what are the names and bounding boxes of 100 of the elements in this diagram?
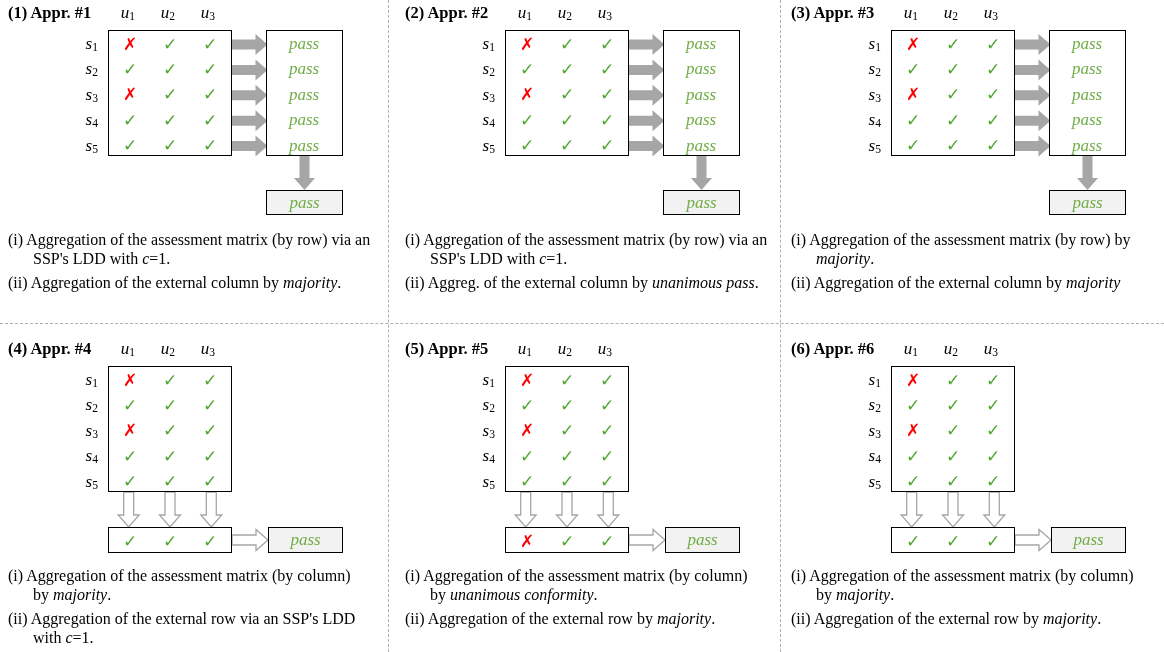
row-header: s$_{2}$ [85,59,98,80]
check-mark: ✓ [122,136,138,154]
column-header: u$_{2}$ [160,339,176,360]
check-mark: ✓ [122,472,138,490]
column-header: u$_{1}$ [120,3,136,24]
hollow-arrow [231,528,269,552]
pass-label: pass [1050,58,1124,81]
result-box: pass [268,527,343,553]
check-mark: ✓ [985,372,1001,390]
column-header: u$_{3}$ [200,339,216,360]
check-mark: ✓ [122,533,138,551]
row-header: s$_{5}$ [482,471,495,492]
column-header: u$_{3}$ [597,339,613,360]
row-header: s$_{5}$ [482,135,495,156]
check-mark: ✓ [945,397,961,415]
cross-mark: ✗ [122,422,138,440]
cross-mark: ✗ [519,372,535,390]
row-header: s$_{4}$ [482,110,495,131]
check-mark: ✓ [559,61,575,79]
row-header: s$_{1}$ [85,33,98,55]
row-header: s$_{4}$ [85,110,98,131]
column-header: u$_{3}$ [597,3,613,24]
result-box: pass [663,190,740,215]
check-mark: ✓ [202,472,218,490]
check-mark: ✓ [945,111,961,129]
result-column [266,30,343,156]
check-mark: ✓ [519,472,535,490]
panel-title: (5) Appr. #5 [405,339,489,359]
check-mark: ✓ [162,372,178,390]
row-header: s$_{2}$ [868,59,881,80]
row-header: s$_{3}$ [482,84,495,105]
block-arrow [1015,110,1051,132]
check-mark: ✓ [945,372,961,390]
column-header: u$_{1}$ [903,3,919,24]
block-arrow [232,59,268,81]
caption-text: (ii) Aggregation of the external row by majority. [405,609,717,628]
cross-mark: ✗ [122,36,138,54]
check-mark: ✓ [599,111,615,129]
column-header: u$_{1}$ [517,339,533,360]
check-mark: ✓ [905,136,921,154]
result-column [1049,30,1126,156]
check-mark: ✓ [122,111,138,129]
result-box: pass [1051,527,1126,553]
caption-text: (ii) Aggregation of the external row by majority. [791,609,1103,628]
caption-text: (i) Aggregation of the assessment matrix (by row) via an SSP's LDD with c=1. [405,230,769,268]
check-mark: ✓ [559,397,575,415]
assessment-matrix [505,366,629,492]
check-mark: ✓ [905,447,921,465]
result-column [663,30,740,156]
caption-text: (ii) Aggregation of the external column by majority. [8,273,343,292]
block-arrow [1015,135,1051,157]
check-mark: ✓ [202,61,218,79]
column-header: u$_{3}$ [200,3,216,24]
check-mark: ✓ [162,447,178,465]
block-arrow [1015,84,1051,106]
check-mark: ✓ [985,422,1001,440]
caption-text: (i) Aggregation of the assessment matrix (by column) by unanimous conformity. [405,566,749,604]
column-header: u$_{2}$ [943,3,959,24]
check-mark: ✓ [162,422,178,440]
hollow-arrow [628,528,666,552]
check-mark: ✓ [905,111,921,129]
row-header: s$_{3}$ [482,420,495,441]
block-arrow [1015,59,1051,81]
hollow-arrow [982,491,1007,528]
block-arrow [232,84,268,106]
check-mark: ✓ [985,136,1001,154]
check-mark: ✓ [559,447,575,465]
row-header: s$_{3}$ [85,84,98,105]
column-header: u$_{2}$ [557,3,573,24]
row-header: s$_{5}$ [868,471,881,492]
pass-label: pass [267,134,341,157]
caption-text: (i) Aggregation of the assessment matrix (by column) by majority. [8,566,352,604]
block-arrow [1077,156,1098,190]
panel-title: (4) Appr. #4 [8,339,92,359]
row-header: s$_{1}$ [868,369,881,391]
pass-label: pass [267,58,341,81]
caption-text: (i) Aggregation of the assessment matrix (by row) by majority. [791,230,1132,268]
pass-label: pass [267,33,341,55]
check-mark: ✓ [945,86,961,104]
row-header: s$_{5}$ [868,135,881,156]
check-mark: ✓ [559,136,575,154]
check-mark: ✓ [599,422,615,440]
assessment-matrix [108,366,232,492]
check-mark: ✓ [162,472,178,490]
column-header: u$_{1}$ [120,339,136,360]
check-mark: ✓ [202,397,218,415]
block-arrow [294,156,315,190]
block-arrow [629,110,665,132]
check-mark: ✓ [202,136,218,154]
block-arrow [629,59,665,81]
hollow-arrow [513,491,538,528]
check-mark: ✓ [162,86,178,104]
check-mark: ✓ [519,136,535,154]
check-mark: ✓ [122,397,138,415]
caption-text: (i) Aggregation of the assessment matrix (by column) by majority. [791,566,1135,604]
column-header: u$_{1}$ [903,339,919,360]
check-mark: ✓ [162,61,178,79]
check-mark: ✓ [945,136,961,154]
check-mark: ✓ [202,372,218,390]
pass-label: pass [664,134,738,157]
